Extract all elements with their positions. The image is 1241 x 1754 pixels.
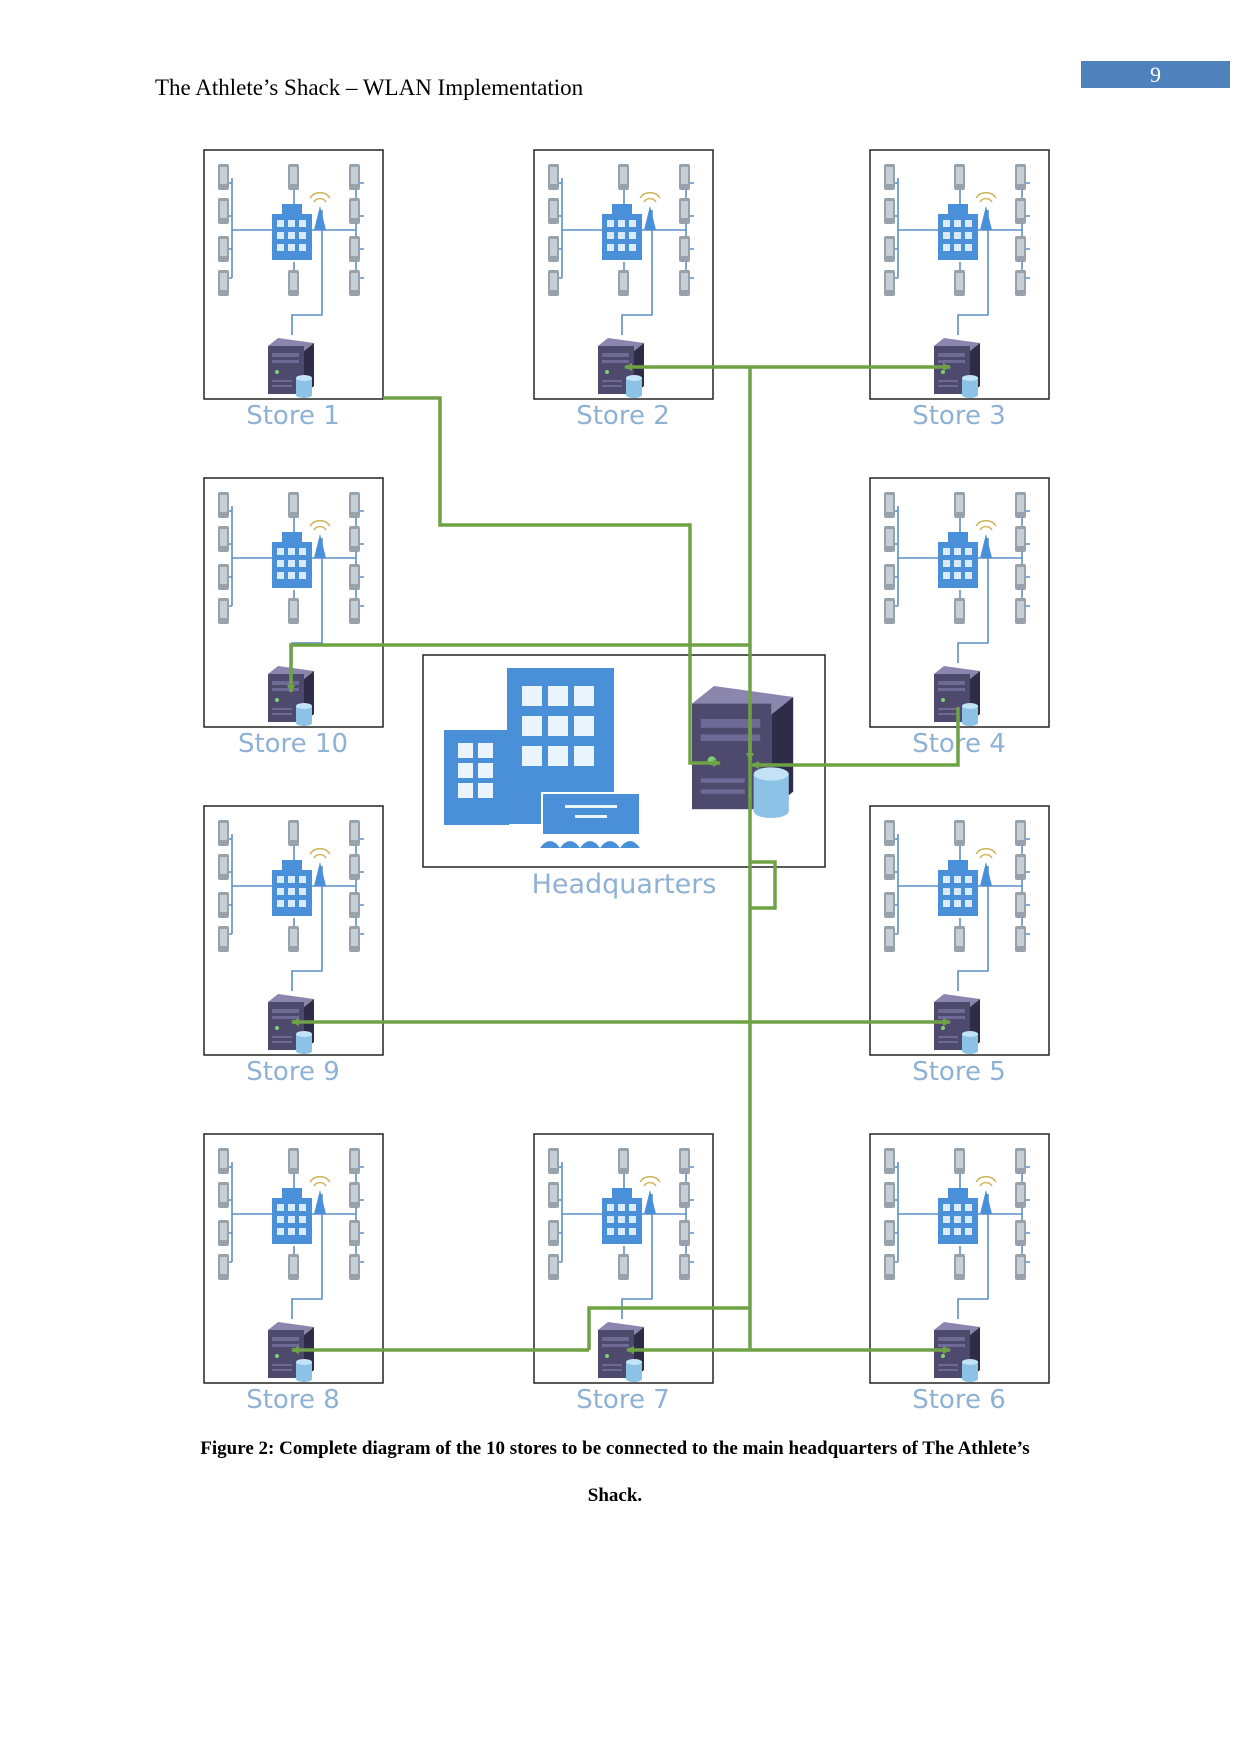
header-title: The Athlete’s Shack – WLAN Implementatio… bbox=[155, 75, 584, 100]
hq-server-icon bbox=[692, 686, 794, 818]
link-store-7-branch bbox=[587, 1306, 750, 1350]
store-label: Store 3 bbox=[912, 401, 1006, 431]
wan-links bbox=[287, 363, 960, 1354]
store-10: Store 10 bbox=[203, 477, 384, 759]
hq-building-icon bbox=[444, 668, 641, 848]
store-3: Store 3 bbox=[869, 149, 1050, 431]
page-number: 9 bbox=[1081, 61, 1230, 88]
store-label: Store 1 bbox=[246, 401, 340, 431]
hq-label: Headquarters bbox=[532, 869, 717, 900]
store-label: Store 8 bbox=[246, 1385, 340, 1415]
store-9: Store 9 bbox=[203, 805, 384, 1087]
store-8: Store 8 bbox=[203, 1133, 384, 1415]
store-5: Store 5 bbox=[869, 805, 1050, 1087]
figure-caption-continued: Shack. bbox=[587, 1485, 643, 1506]
store-2: Store 2 bbox=[533, 149, 714, 431]
store-7: Store 7 bbox=[533, 1133, 714, 1415]
link-store-1 bbox=[383, 396, 721, 767]
store-label: Store 6 bbox=[912, 1385, 1006, 1415]
store-label: Store 5 bbox=[912, 1057, 1006, 1087]
store-label: Store 10 bbox=[238, 729, 348, 759]
link-hq-loop bbox=[750, 860, 777, 910]
store-label: Store 7 bbox=[576, 1385, 670, 1415]
link-store-4 bbox=[751, 707, 960, 769]
store-1: Store 1 bbox=[203, 149, 384, 431]
figure-caption: Figure 2: Complete diagram of the 10 sto… bbox=[200, 1438, 1030, 1459]
store-6: Store 6 bbox=[869, 1133, 1050, 1415]
store-label: Store 2 bbox=[576, 401, 670, 431]
store-4: Store 4 bbox=[869, 477, 1050, 759]
store-label: Store 9 bbox=[246, 1057, 340, 1087]
link-store-10 bbox=[287, 643, 750, 693]
